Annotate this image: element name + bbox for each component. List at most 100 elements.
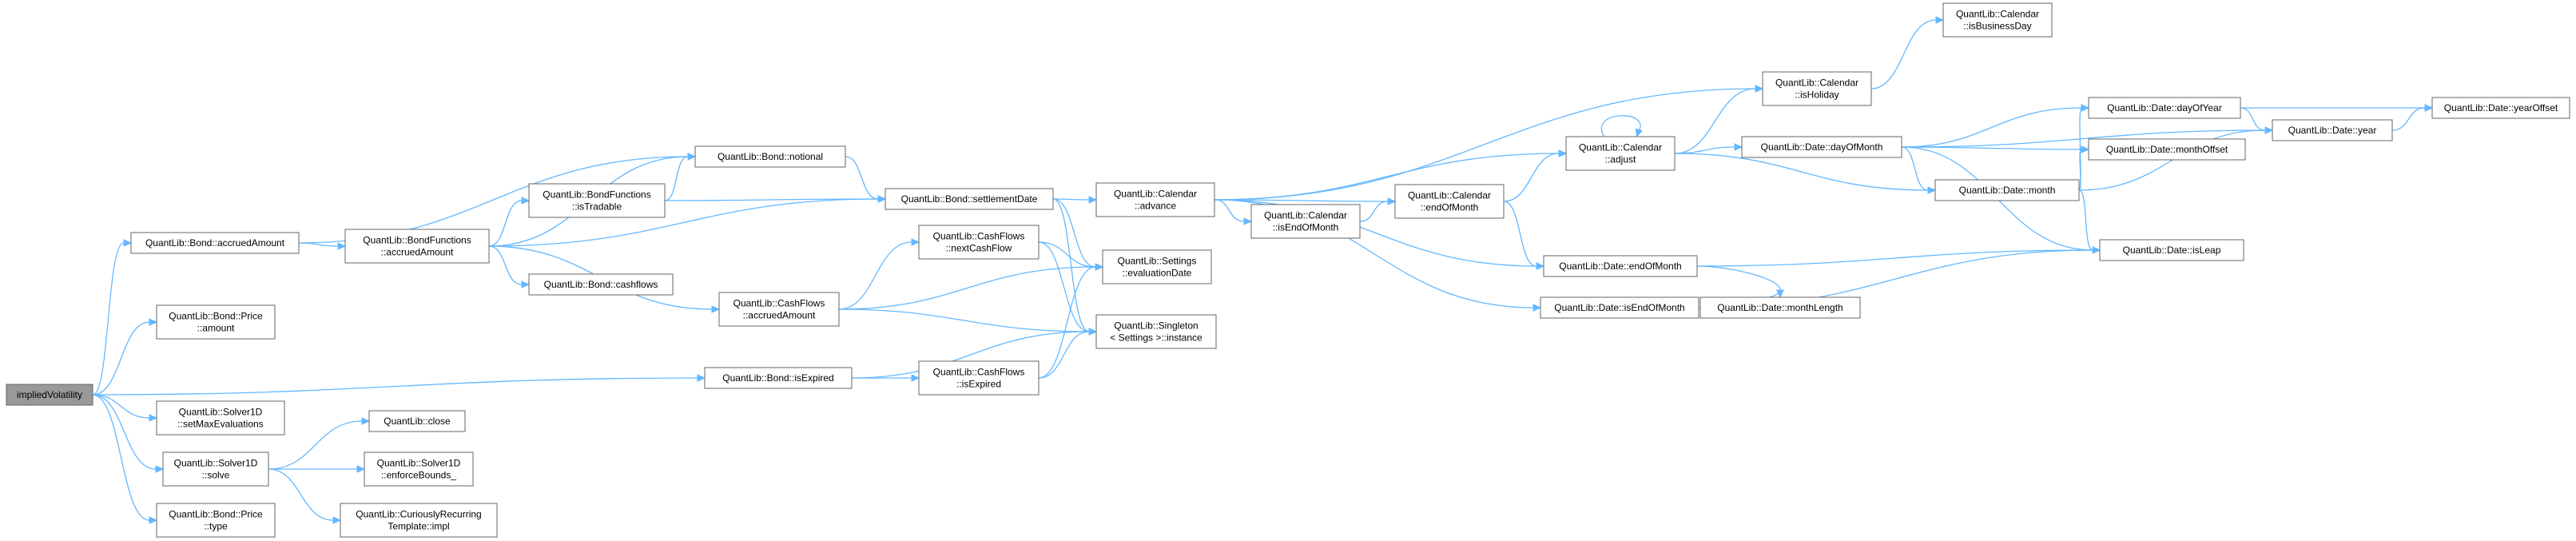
edge-dayOfMonth-to-monthOffset: [1901, 145, 2090, 153]
node-calIsEndOfMonth[interactable]: QuantLib::Calendar::isEndOfMonth: [1250, 204, 1361, 239]
call-graph-nodes: impliedVolatility QuantLib::Bond::accrued…: [6, 2, 2570, 538]
node-isTradable[interactable]: QuantLib::BondFunctions::isTradable: [528, 183, 666, 218]
edge-solve-to-enforceBounds: [268, 465, 366, 473]
node-label: QuantLib::Solver1D: [377, 458, 461, 469]
node-box: [1942, 2, 2053, 38]
edge-calIsEndOfMonth-to-calEndOfMonth: [1359, 197, 1397, 222]
edge-isTradable-to-settlementDate: [664, 195, 887, 203]
node-monthLength[interactable]: QuantLib::Date::monthLength: [1699, 296, 1861, 319]
edge-notional-to-settlementDate: [845, 156, 887, 203]
node-label: QuantLib::Calendar: [1264, 210, 1347, 221]
node-close[interactable]: QuantLib::close: [368, 410, 466, 432]
node-box: [130, 232, 300, 254]
node-box: [156, 304, 276, 340]
node-label: ::isBusinessDay: [1963, 21, 2031, 32]
call-graph-edges: [92, 16, 2434, 524]
node-label: QuantLib::Date::dayOfYear: [2107, 102, 2222, 113]
node-enforceBounds[interactable]: QuantLib::Solver1D::enforceBounds_: [364, 451, 474, 487]
node-label: QuantLib::Date::monthLength: [1717, 302, 1843, 313]
node-setMaxEvaluations[interactable]: QuantLib::Solver1D::setMaxEvaluations: [156, 400, 285, 436]
node-priceType[interactable]: QuantLib::Bond::Price::type: [156, 503, 276, 538]
edge-bondAccruedAmount-to-bfAccruedAmount: [298, 242, 347, 250]
node-box: [718, 292, 840, 327]
node-isBusinessDay[interactable]: QuantLib::Calendar::isBusinessDay: [1942, 2, 2053, 38]
node-label: ::type: [204, 521, 228, 532]
node-yearOffset[interactable]: QuantLib::Date::yearOffset: [2431, 97, 2570, 119]
node-month[interactable]: QuantLib::Date::month: [1934, 179, 2080, 201]
node-box: [704, 367, 853, 389]
node-year[interactable]: QuantLib::Date::year: [2272, 119, 2393, 141]
node-cashflows[interactable]: QuantLib::Bond::cashflows: [528, 273, 674, 296]
node-label: QuantLib::Singleton: [1114, 320, 1198, 332]
node-box: [1741, 136, 1902, 158]
edge-month-to-monthOffset: [2078, 145, 2090, 191]
node-label: QuantLib::Date::month: [1959, 185, 2056, 196]
node-box: [344, 229, 490, 264]
node-bondAccruedAmount[interactable]: QuantLib::Bond::accruedAmount: [130, 232, 300, 254]
node-label: QuantLib::Bond::settlementDate: [901, 193, 1038, 205]
edge-settlementDate-to-evaluationDate: [1052, 198, 1104, 271]
edge-isTradable-to-notional: [664, 153, 697, 201]
node-isHoliday[interactable]: QuantLib::Calendar::isHoliday: [1762, 71, 1872, 106]
node-box: [368, 410, 466, 432]
node-monthOffset[interactable]: QuantLib::Date::monthOffset: [2088, 138, 2246, 161]
node-dateIsEndOfMonth[interactable]: QuantLib::Date::isEndOfMonth: [1540, 296, 1699, 319]
node-box: [156, 503, 276, 538]
node-box: [162, 451, 269, 487]
node-label: QuantLib::Bond::accruedAmount: [145, 237, 285, 249]
node-label: ::isExpired: [956, 379, 1001, 390]
edge-impliedVolatility-to-priceType: [92, 394, 158, 524]
edge-dayOfYear-to-yearOffset: [2240, 104, 2434, 112]
edge-isHoliday-to-isBusinessDay: [1870, 16, 1945, 90]
node-label: < Settings >::instance: [1110, 332, 1203, 344]
node-label: QuantLib::Bond::isExpired: [722, 372, 833, 384]
node-box: [918, 225, 1040, 260]
node-crtImpl[interactable]: QuantLib::CuriouslyRecurringTemplate::im…: [340, 503, 498, 538]
node-label: ::evaluationDate: [1123, 268, 1192, 279]
node-settlementDate[interactable]: QuantLib::Bond::settlementDate: [885, 188, 1054, 210]
node-evaluationDate[interactable]: QuantLib::Settings::evaluationDate: [1102, 249, 1212, 284]
edge-bfAccruedAmount-to-cashflows: [488, 245, 531, 288]
node-label: QuantLib::Solver1D: [179, 407, 263, 418]
node-cfIsExpired[interactable]: QuantLib::CashFlows::isExpired: [918, 360, 1040, 396]
edge-bfAccruedAmount-to-isTradable: [488, 197, 531, 247]
node-singletonInstance[interactable]: QuantLib::Singleton< Settings >::instanc…: [1095, 314, 1217, 349]
node-solve[interactable]: QuantLib::Solver1D::solve: [162, 451, 269, 487]
node-nextCashFlow[interactable]: QuantLib::CashFlows::nextCashFlow: [918, 225, 1040, 260]
node-label: QuantLib::Calendar: [1775, 78, 1858, 89]
node-box: [156, 400, 285, 436]
edge-month-to-isLeap: [2078, 189, 2101, 254]
node-label: QuantLib::Calendar: [1408, 190, 1491, 201]
node-box: [1699, 296, 1861, 319]
node-dateEndOfMonth[interactable]: QuantLib::Date::endOfMonth: [1543, 255, 1698, 277]
node-label: QuantLib::CashFlows: [933, 367, 1025, 378]
node-cfAccruedAmount[interactable]: QuantLib::CashFlows::accruedAmount: [718, 292, 840, 327]
node-impliedVolatility[interactable]: impliedVolatility: [6, 384, 93, 406]
edge-impliedVolatility-to-solve: [92, 394, 165, 473]
edge-impliedVolatility-to-bondAccruedAmount: [92, 239, 133, 396]
node-box: [528, 183, 666, 218]
node-label: QuantLib::Date::dayOfMonth: [1761, 141, 1883, 153]
node-label: ::endOfMonth: [1421, 202, 1479, 213]
node-calAdjust[interactable]: QuantLib::Calendar::adjust: [1565, 136, 1676, 171]
node-label: QuantLib::CashFlows: [733, 298, 825, 309]
node-box: [364, 451, 474, 487]
node-label: QuantLib::Bond::notional: [718, 151, 823, 162]
node-dayOfMonth[interactable]: QuantLib::Date::dayOfMonth: [1741, 136, 1902, 158]
node-calAdvance[interactable]: QuantLib::Calendar::advance: [1095, 182, 1215, 217]
node-box: [2088, 138, 2246, 161]
node-box: [2099, 239, 2244, 261]
node-box: [2431, 97, 2570, 119]
node-isExpired[interactable]: QuantLib::Bond::isExpired: [704, 367, 853, 389]
node-box: [694, 145, 846, 168]
node-calEndOfMonth[interactable]: QuantLib::Calendar::endOfMonth: [1394, 184, 1505, 219]
node-notional[interactable]: QuantLib::Bond::notional: [694, 145, 846, 168]
node-box: [2088, 97, 2241, 119]
node-isLeap[interactable]: QuantLib::Date::isLeap: [2099, 239, 2244, 261]
edge-calEndOfMonth-to-calAdjust: [1503, 149, 1568, 202]
node-label: ::adjust: [1605, 154, 1636, 165]
node-priceAmount[interactable]: QuantLib::Bond::Price::amount: [156, 304, 276, 340]
node-dayOfYear[interactable]: QuantLib::Date::dayOfYear: [2088, 97, 2241, 119]
node-bfAccruedAmount[interactable]: QuantLib::BondFunctions::accruedAmount: [344, 229, 490, 264]
